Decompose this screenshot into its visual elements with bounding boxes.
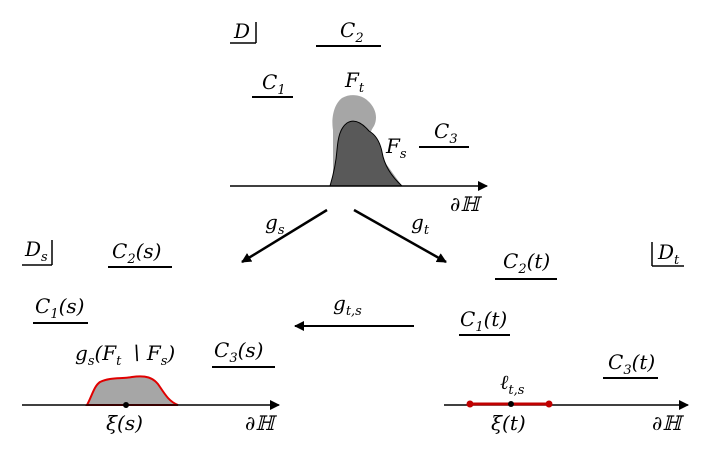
left-curve3-label: C3(s) — [214, 338, 263, 366]
left-domain-label: Ds — [24, 237, 48, 265]
image-label: gs(Ft ∖ Fs) — [75, 341, 175, 369]
map-g-ts-label: gt,s — [333, 291, 362, 319]
left-xi-point — [123, 402, 129, 408]
left-xi-label: ξ(s) — [106, 411, 143, 435]
hull-s-label: Fs — [385, 134, 407, 162]
hull-s — [329, 120, 404, 187]
map-g-t-label: gt — [411, 210, 430, 238]
arrow-g-s — [241, 208, 328, 264]
left-curve1-label: C1(s) — [35, 294, 84, 322]
right-panel: Dt C2(t) C1(t) C3(t) ℓt,s ξ(t) ∂ℍ — [444, 240, 689, 435]
right-domain-label: Dt — [657, 240, 680, 268]
right-boundary-label: ∂ℍ — [652, 411, 684, 435]
top-curve2-label: C2 — [340, 18, 364, 46]
map-arrows: gs gt gt,s — [241, 208, 447, 331]
left-curve2-label: C2(s) — [112, 239, 161, 267]
right-xi-point — [508, 401, 514, 407]
right-curve3-label: C3(t) — [608, 350, 655, 378]
right-curve2-label: C2(t) — [503, 249, 550, 277]
left-boundary-label: ∂ℍ — [245, 411, 277, 435]
left-panel: Ds C2(s) C1(s) C3(s) gs(Ft ∖ Fs) ξ(s) ∂ℍ — [22, 237, 280, 435]
top-domain-label: D — [233, 19, 250, 43]
segment-label: ℓt,s — [500, 370, 525, 398]
segment-endpoint — [545, 400, 553, 408]
right-xi-label: ξ(t) — [491, 411, 526, 435]
top-panel: D C2 C1 C3 Ft Fs ∂ℍ — [230, 18, 488, 216]
top-curve1-label: C1 — [262, 70, 286, 98]
top-curve3-label: C3 — [434, 119, 458, 147]
map-g-s-label: gs — [265, 210, 285, 238]
arrow-g-t — [353, 208, 447, 264]
segment-endpoint — [466, 400, 474, 408]
right-curve1-label: C1(t) — [460, 307, 507, 335]
hull-t-label: Ft — [344, 68, 365, 96]
top-boundary-label: ∂ℍ — [450, 192, 482, 216]
image-hull — [85, 375, 179, 406]
